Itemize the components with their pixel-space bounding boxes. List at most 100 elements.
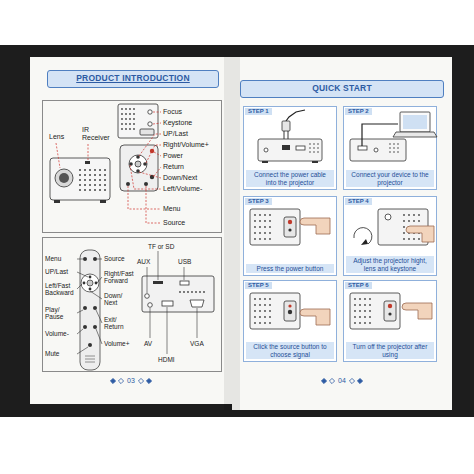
remote-body bbox=[80, 250, 100, 370]
grille-hole bbox=[397, 143, 399, 145]
power-button bbox=[388, 304, 392, 308]
grille-hole bbox=[313, 151, 315, 153]
grille-hole bbox=[413, 232, 415, 234]
grille-hole bbox=[408, 238, 410, 240]
grille-hole bbox=[125, 128, 127, 130]
part-label: Down/ Next bbox=[104, 292, 122, 307]
grille-hole bbox=[364, 322, 366, 324]
grille-hole bbox=[89, 189, 91, 191]
leader-line bbox=[96, 310, 102, 323]
grille-hole bbox=[259, 298, 261, 300]
grille-hole bbox=[187, 291, 189, 293]
grille-hole bbox=[354, 310, 356, 312]
leader-line bbox=[197, 308, 198, 338]
grille-hole bbox=[269, 214, 271, 216]
laptop-screen bbox=[400, 112, 430, 132]
grille-hole bbox=[418, 238, 420, 240]
section-heading: PRODUCT INTRODUCTION bbox=[76, 74, 190, 84]
hand bbox=[402, 303, 432, 319]
grille-hole bbox=[254, 304, 256, 306]
footer-diamond bbox=[118, 378, 123, 383]
grille-hole bbox=[269, 232, 271, 234]
grille-hole bbox=[203, 291, 205, 293]
grille-hole bbox=[354, 298, 356, 300]
part-label: Power bbox=[163, 152, 183, 160]
plug-prong bbox=[288, 131, 289, 139]
leader-line bbox=[153, 112, 161, 113]
keystone-ring bbox=[148, 122, 152, 126]
hand bbox=[300, 218, 330, 234]
grille-hole bbox=[413, 220, 415, 222]
grille-hole bbox=[121, 128, 123, 130]
grille-hole bbox=[369, 322, 371, 324]
step-panel: STEP 6Turn off the projector after using bbox=[343, 280, 437, 362]
part-label: Mute bbox=[45, 350, 59, 357]
grille-hole bbox=[125, 113, 127, 115]
keypad-button bbox=[388, 312, 391, 315]
rotate-arrow bbox=[354, 228, 372, 244]
grille-hole bbox=[125, 118, 127, 120]
grille-hole bbox=[418, 220, 420, 222]
projector-foot bbox=[100, 200, 106, 203]
up-button bbox=[136, 155, 140, 159]
down-button bbox=[136, 169, 140, 173]
grille-hole bbox=[403, 214, 405, 216]
hand bbox=[300, 309, 330, 325]
lens bbox=[55, 169, 73, 187]
keypad bbox=[384, 301, 396, 321]
arrow-head bbox=[361, 239, 368, 245]
grille-hole bbox=[309, 151, 311, 153]
heading-band: PRODUCT INTRODUCTION bbox=[47, 70, 219, 88]
projector-top bbox=[250, 293, 300, 329]
section-heading: QUICK START bbox=[312, 84, 372, 94]
grille-hole bbox=[408, 220, 410, 222]
remote-button bbox=[83, 282, 86, 285]
grille-hole bbox=[254, 310, 256, 312]
grille-hole bbox=[393, 151, 395, 153]
part-label: Menu bbox=[163, 205, 181, 213]
step-caption: Click the source button to choose signal bbox=[246, 342, 334, 359]
ok-button bbox=[135, 161, 141, 167]
step-panel: STEP 2Connect your device to the project… bbox=[343, 106, 437, 190]
grille-hole bbox=[94, 179, 96, 181]
grille-hole bbox=[129, 108, 131, 110]
grille-hole bbox=[389, 147, 391, 149]
leader-line bbox=[56, 143, 60, 168]
page-number: 03 bbox=[127, 377, 135, 385]
part-label: Keystone bbox=[163, 119, 192, 127]
usb-port bbox=[180, 281, 189, 285]
leader-line bbox=[77, 259, 83, 260]
step-caption: Connect the power cable into the project… bbox=[246, 170, 334, 187]
footer-diamond bbox=[349, 378, 354, 383]
remote-speaker bbox=[85, 356, 95, 357]
part-label: Volume- bbox=[45, 330, 69, 337]
grille-hole bbox=[313, 147, 315, 149]
grille-hole bbox=[364, 304, 366, 306]
leader-line bbox=[146, 145, 161, 163]
step-panel: STEP 4Adjust the projector hight, lens a… bbox=[343, 196, 437, 276]
leader-line bbox=[158, 251, 159, 280]
footer-diamond bbox=[110, 378, 115, 383]
grille-hole bbox=[129, 113, 131, 115]
grille-hole bbox=[254, 298, 256, 300]
leader-line bbox=[88, 144, 89, 160]
left-button bbox=[129, 162, 133, 166]
remote-button bbox=[93, 257, 97, 261]
step-tag: STEP 2 bbox=[345, 108, 372, 115]
grille-hole bbox=[393, 143, 395, 145]
grille-hole bbox=[364, 310, 366, 312]
leader-line bbox=[146, 186, 161, 223]
part-label: Right/Volume+ bbox=[163, 141, 209, 149]
grille-hole bbox=[269, 310, 271, 312]
grille-hole bbox=[259, 214, 261, 216]
step-tag: STEP 6 bbox=[345, 282, 372, 289]
keypad bbox=[284, 301, 296, 321]
grille-hole bbox=[264, 316, 266, 318]
grille-hole bbox=[264, 298, 266, 300]
part-label: Source bbox=[163, 219, 185, 227]
hdmi-cable bbox=[362, 124, 398, 146]
part-label: IR Receiver bbox=[82, 126, 110, 142]
projector-foot bbox=[262, 161, 268, 163]
grille-hole bbox=[403, 220, 405, 222]
